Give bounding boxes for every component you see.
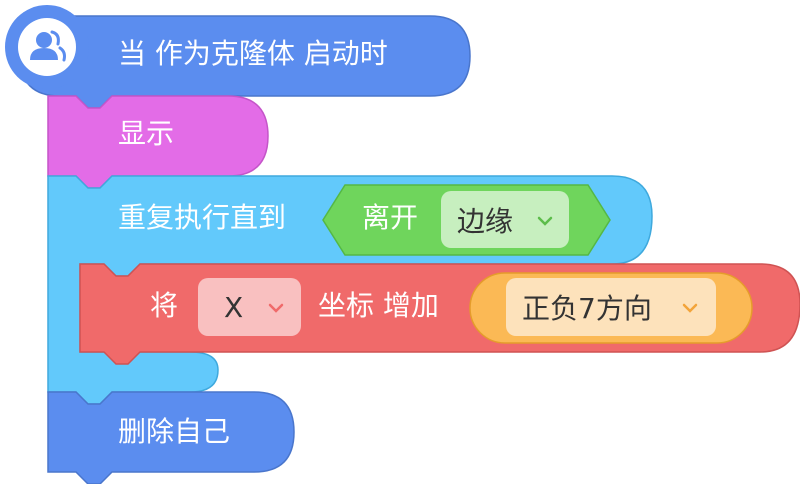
value-reporter-dropdown[interactable]: 正负7方向 [506,278,716,336]
repeat-block-label: 重复执行直到 [118,201,287,234]
delete-block-shape[interactable] [47,391,295,484]
axis-dropdown[interactable]: X [198,278,301,336]
chevron-down-icon [682,303,698,313]
chevron-down-icon [268,303,284,313]
axis-dropdown-value: X [224,290,244,324]
edge-dropdown-value: 边缘 [457,204,514,238]
change-prefix-label: 将 [150,289,179,322]
show-block-label: 显示 [118,117,175,150]
edge-dropdown[interactable]: 边缘 [441,191,569,248]
change-middle-label: 坐标 增加 [318,289,439,322]
delete-block-label: 删除自己 [118,415,231,448]
hat-block-label: 当 作为克隆体 启动时 [118,37,388,70]
condition-label: 离开 [362,201,419,234]
users-icon [18,18,76,76]
chevron-down-icon [537,216,553,226]
value-reporter-text: 正负7方向 [522,292,652,325]
